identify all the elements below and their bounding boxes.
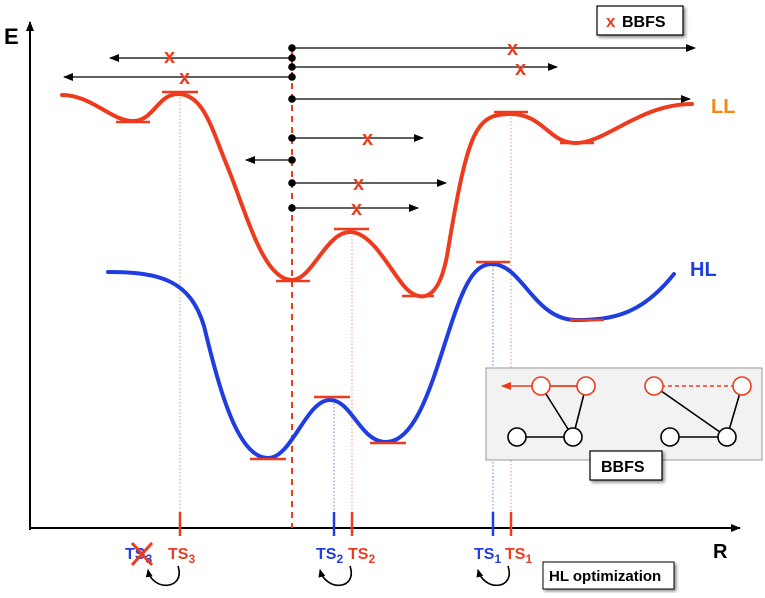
bbfs-inset-label: BBFS [601,459,645,476]
ts1-hl-label: TS1 [474,546,501,566]
graph-before [501,376,596,447]
ts3-ll-label: TS3 [168,546,195,566]
x-mark: x [164,46,175,68]
ts1-ll-label: TS1 [505,546,532,566]
x-mark: x [351,198,362,220]
x-mark: x [515,58,526,80]
ll-curve [60,91,694,299]
hl-optimization-label: HL optimization [549,568,661,585]
x-mark: x [362,128,373,150]
graph-after [644,376,752,447]
bbfs-legend-marker: x [606,12,616,31]
hl-curve-label: HL [690,259,717,281]
bbfs-arrow-origins [288,44,296,212]
bbfs-legend-label: BBFS [622,14,666,31]
stationary-point-markers [116,90,604,461]
ts3-hl-strikeout [130,541,154,567]
bbfs-rejection-marks: x x x x x x x [164,38,526,220]
ts2-hl-label: TS2 [316,546,343,566]
y-axis-label: E [4,24,19,49]
ts-ticks [178,512,513,536]
x-axis-label: R [713,541,728,563]
x-mark: x [507,38,518,60]
x-mark: x [353,173,364,195]
bbfs-inset: BBFS [485,367,763,481]
ll-curve-label: LL [711,96,735,118]
bbfs-legend: x BBFS [596,5,684,36]
x-mark: x [179,67,190,89]
hl-optimization-box: HL optimization [542,561,675,590]
hl-optimization-arrows [145,565,511,587]
bbfs-arrows [63,44,696,212]
ts2-ll-label: TS2 [348,546,375,566]
